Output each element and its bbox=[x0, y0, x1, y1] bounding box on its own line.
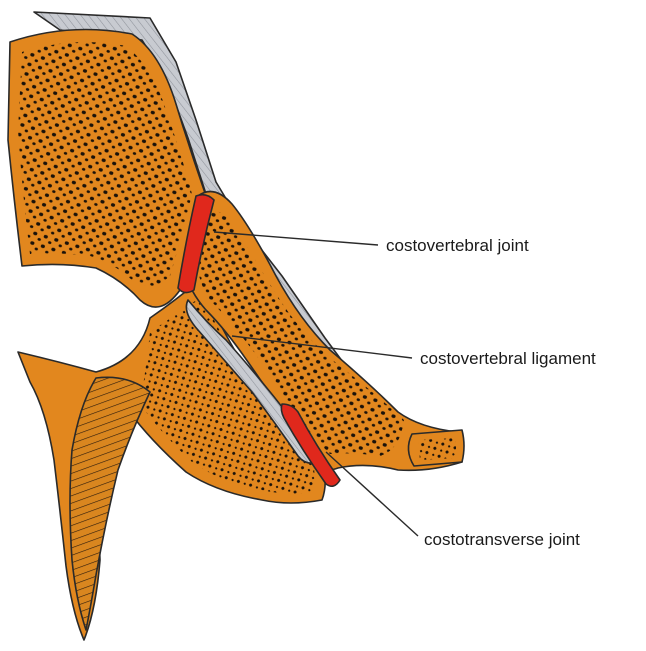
fibrous-region bbox=[70, 377, 150, 630]
label-costotransverse-joint: costotransverse joint bbox=[424, 530, 580, 549]
label-costovertebral-joint: costovertebral joint bbox=[386, 236, 529, 255]
label-costovertebral-ligament: costovertebral ligament bbox=[420, 349, 596, 368]
